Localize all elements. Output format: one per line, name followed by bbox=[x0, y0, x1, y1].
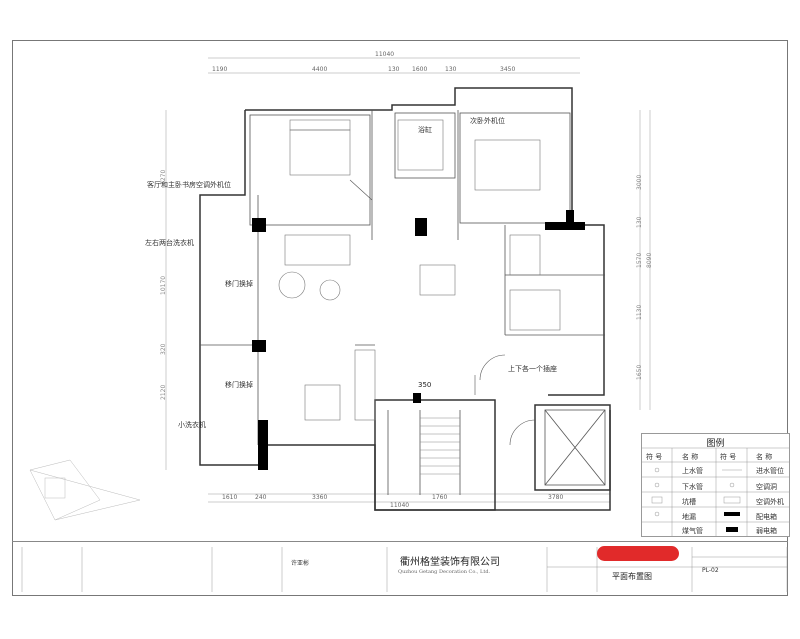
dim-left-2: 10170 bbox=[160, 275, 167, 295]
dim-left-3: 320 bbox=[160, 343, 167, 355]
legend-header-symbol-1: 符 号 bbox=[646, 453, 663, 461]
dim-top-2: 4400 bbox=[312, 66, 328, 73]
label-sliding-door-1: 移门换掉 bbox=[225, 280, 253, 288]
dim-bottom-3: 3360 bbox=[312, 494, 328, 501]
legend-item: 配电箱 bbox=[756, 513, 777, 521]
label-washers: 左右两台洗衣机 bbox=[145, 239, 194, 247]
legend-item: 进水管位 bbox=[756, 467, 784, 475]
dim-bottom-1: 1610 bbox=[222, 494, 238, 501]
dim-top-3: 130 bbox=[388, 66, 400, 73]
title-block bbox=[12, 541, 788, 592]
legend-title: 图例 bbox=[706, 439, 725, 449]
dim-top-5: 130 bbox=[445, 66, 457, 73]
company-name-en: Quzhou Getang Decoration Co., Ltd. bbox=[398, 569, 491, 575]
dim-top-1: 1190 bbox=[212, 66, 228, 73]
dim-bottom-5: 3780 bbox=[548, 494, 564, 501]
legend-item: 地漏 bbox=[682, 513, 696, 521]
label-socket-note: 上下各一个插座 bbox=[508, 365, 557, 373]
dim-bottom-2: 240 bbox=[255, 494, 267, 501]
legend-header-name-1: 名 称 bbox=[682, 453, 699, 461]
dim-right-total: 8090 bbox=[646, 252, 653, 268]
legend-item: 空调外机 bbox=[756, 498, 784, 506]
label-ac-secondary: 次卧外机位 bbox=[470, 117, 505, 125]
drawing-frame bbox=[12, 40, 788, 596]
legend-item: 上水管 bbox=[682, 467, 703, 475]
dim-top-6: 3450 bbox=[500, 66, 516, 73]
legend-item: 空调洞 bbox=[756, 483, 777, 491]
legend-item: 下水管 bbox=[682, 483, 703, 491]
dim-right-5: 1650 bbox=[636, 364, 643, 380]
drawing-number: PL-02 bbox=[702, 567, 719, 574]
drawing-title: 平面布置图 bbox=[612, 572, 652, 581]
legend-table: 图例 符 号 名 称 符 号 名 称 上水管 进水管位 下水管 空调洞 坑槽 空… bbox=[641, 433, 790, 537]
label-sliding-door-2: 移门换掉 bbox=[225, 381, 253, 389]
label-small-washer: 小洗衣机 bbox=[178, 421, 206, 429]
dim-left-4: 2120 bbox=[160, 384, 167, 400]
title-block-grid bbox=[21, 547, 788, 592]
dim-right-4: 1130 bbox=[636, 304, 643, 320]
company-name: 衢州格堂装饰有限公司 bbox=[400, 557, 500, 568]
redacted-stamp bbox=[597, 546, 679, 561]
legend-header-name-2: 名 称 bbox=[756, 453, 773, 461]
legend-item: 弱电箱 bbox=[756, 527, 777, 535]
designer-signature: 许亚彬 bbox=[291, 560, 310, 567]
legend-grid bbox=[642, 447, 789, 536]
legend-item: 煤气管 bbox=[682, 527, 703, 535]
dim-right-3: 1570 bbox=[636, 252, 643, 268]
dim-top-4: 1600 bbox=[412, 66, 428, 73]
dim-right-1: 3000 bbox=[636, 174, 643, 190]
label-ac-living: 客厅和主卧书房空调外机位 bbox=[147, 181, 231, 189]
perspective-icon bbox=[29, 459, 141, 521]
dim-bottom-total: 11040 bbox=[390, 502, 410, 509]
label-350: 350 bbox=[418, 381, 432, 389]
dim-top-total: 11040 bbox=[375, 51, 395, 58]
legend-header-symbol-2: 符 号 bbox=[720, 453, 737, 461]
dim-right-2: 130 bbox=[636, 216, 643, 228]
legend-item: 坑槽 bbox=[682, 498, 696, 506]
label-bathtub: 浴缸 bbox=[418, 126, 432, 134]
dim-bottom-4: 1760 bbox=[432, 494, 448, 501]
